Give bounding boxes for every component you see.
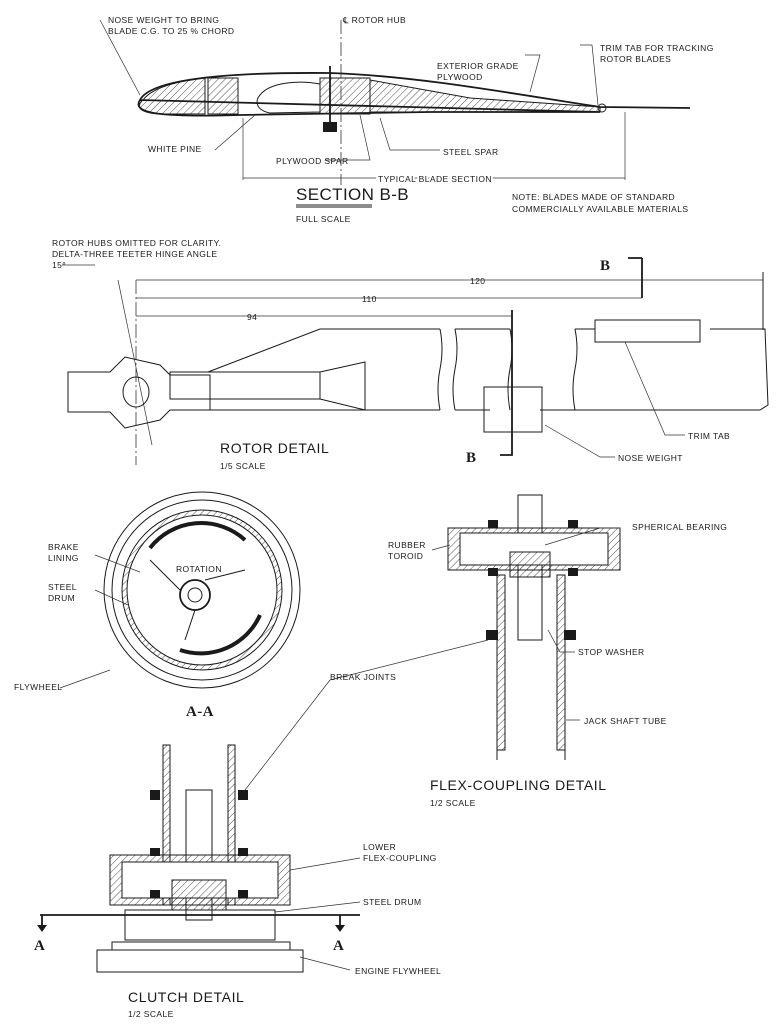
section-aa: BRAKE LINING STEEL DRUM ROTATION FLYWHEE… (14, 491, 301, 720)
nose-weight-plate (483, 386, 543, 433)
label-exterior-plywood-2: PLYWOOD (437, 72, 483, 82)
label-rubber-toroid: RUBBER (388, 540, 426, 550)
trim-tab-plate (594, 319, 701, 343)
label-lower-flex-coupling-2: FLEX-COUPLING (363, 853, 437, 863)
label-lower-flex-coupling: LOWER (363, 842, 396, 852)
label-nose-weight-rotor: NOSE WEIGHT (618, 453, 683, 463)
steel-spar (369, 79, 601, 113)
label-engine-flywheel: ENGINE FLYWHEEL (355, 966, 441, 976)
label-break-joints: BREAK JOINTS (330, 672, 396, 682)
flex-coupling-title: FLEX-COUPLING DETAIL (430, 777, 607, 793)
label-brake-lining-2: LINING (48, 553, 79, 563)
section-bb-title: SECTION B-B (296, 185, 409, 204)
section-bb-scale: FULL SCALE (296, 214, 351, 224)
dim-110: 110 (362, 294, 377, 304)
root-fitting (169, 371, 321, 400)
note-line-2: COMMERCIALLY AVAILABLE MATERIALS (512, 204, 688, 214)
label-stop-washer: STOP WASHER (578, 647, 645, 657)
dim-94: 94 (247, 312, 257, 322)
section-mark-a-right: A (333, 938, 344, 954)
flywheel (103, 491, 301, 689)
hub-plate (67, 356, 211, 429)
label-trim-tab: TRIM TAB FOR TRACKING (600, 43, 714, 53)
label-flywheel: FLYWHEEL (14, 682, 62, 692)
section-aa-title: A-A (186, 704, 214, 720)
flex-coupling-detail: RUBBER TOROID SPHERICAL BEARING STOP WAS… (329, 494, 727, 808)
hinge-angle: 15° (52, 260, 66, 270)
label-exterior-plywood: EXTERIOR GRADE (437, 61, 519, 71)
note-line-1: NOTE: BLADES MADE OF STANDARD (512, 192, 675, 202)
clutch-detail: A A LOWER FLEX-COUPLING STEEL DRUM ENGIN… (34, 679, 441, 1019)
rotor-note-2: DELTA-THREE TEETER HINGE ANGLE (52, 249, 218, 259)
label-trim-tab-rotor: TRIM TAB (688, 431, 730, 441)
label-rotation: ROTATION (176, 564, 222, 574)
label-steel-drum-aa-2: DRUM (48, 593, 75, 603)
label-brake-lining: BRAKE (48, 542, 79, 552)
label-plywood-spar: PLYWOOD SPAR (276, 156, 349, 166)
section-mark-a-left: A (34, 938, 45, 954)
clutch-detail-scale: 1/2 SCALE (128, 1009, 174, 1019)
label-jack-shaft-tube: JACK SHAFT TUBE (584, 716, 667, 726)
engine-flywheel (96, 949, 304, 973)
nose-block (207, 77, 239, 115)
section-bb: NOSE WEIGHT TO BRING BLADE C.G. TO 25 % … (99, 15, 714, 224)
spherical-bearing (509, 551, 551, 578)
plywood-spar (319, 77, 371, 115)
rotor-note-1: ROTOR HUBS OMITTED FOR CLARITY. (52, 238, 221, 248)
label-steel-drum-aa: STEEL (48, 582, 77, 592)
label-steel-drum-clutch: STEEL DRUM (363, 897, 421, 907)
label-typical-section: TYPICAL BLADE SECTION (378, 174, 492, 184)
nose-weight (138, 77, 206, 115)
steel-drum-clutch (124, 909, 276, 941)
section-mark-b-bottom: B (466, 450, 476, 466)
white-pine (256, 81, 321, 114)
label-rubber-toroid-2: TOROID (388, 551, 423, 561)
label-trim-tab-2: ROTOR BLADES (600, 54, 671, 64)
label-nose-weight: NOSE WEIGHT TO BRING (108, 15, 219, 25)
label-rotor-hub: ℄ ROTOR HUB (342, 15, 406, 25)
rotor-detail: ROTOR HUBS OMITTED FOR CLARITY. DELTA-TH… (52, 238, 769, 471)
label-steel-spar: STEEL SPAR (443, 147, 499, 157)
section-mark-b-top: B (600, 258, 610, 274)
rotor-detail-title: ROTOR DETAIL (220, 440, 329, 456)
label-spherical-bearing: SPHERICAL BEARING (632, 522, 727, 532)
brake-lining (148, 521, 247, 550)
label-nose-weight-2: BLADE C.G. TO 25 % CHORD (108, 26, 234, 36)
clutch-detail-title: CLUTCH DETAIL (128, 989, 244, 1005)
rotor-detail-scale: 1/5 SCALE (220, 461, 266, 471)
label-white-pine: WHITE PINE (148, 144, 202, 154)
flex-coupling-scale: 1/2 SCALE (430, 798, 476, 808)
hub-bolt-nut (323, 122, 337, 132)
dim-120: 120 (470, 276, 485, 286)
